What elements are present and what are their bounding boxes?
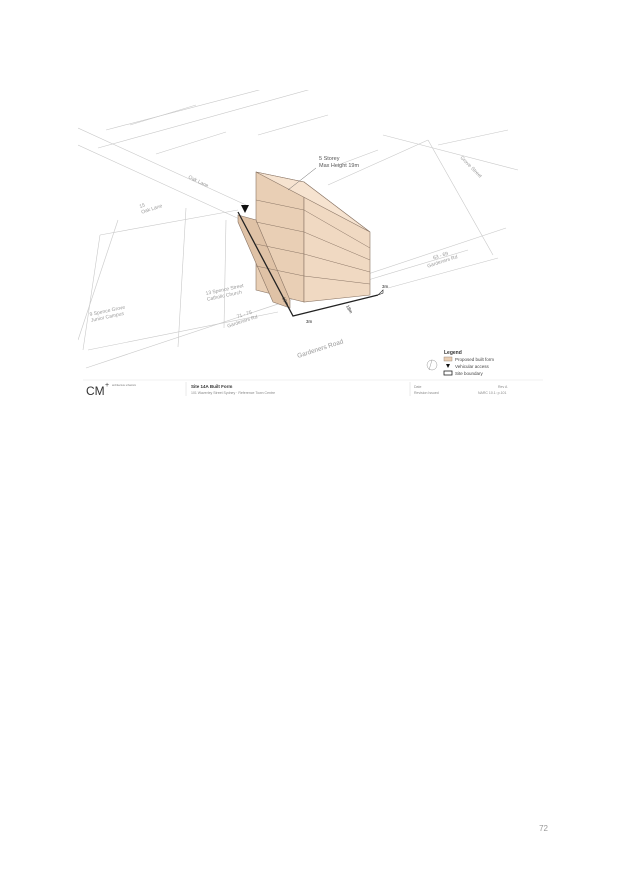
logo-subtitle: architecture urbanism [112, 384, 136, 387]
legend-arrow-icon [446, 364, 450, 368]
vehicular-access-arrow [241, 205, 249, 213]
page-number: 72 [539, 824, 548, 833]
dimension-label-4: 3m [306, 319, 313, 324]
legend-item-built-form: Proposed built form [455, 357, 494, 362]
logo: CM [86, 384, 105, 398]
legend-title: Legend [444, 350, 462, 356]
property-label-2: 13 Spence Street Catholic Church [205, 283, 247, 303]
date-value: Revision Issued [414, 391, 439, 395]
site-axonometric-drawing: 5 Storey Max Height 19m Oak Lane Grove S… [78, 90, 543, 398]
dimension-label-1: 3m [382, 284, 389, 289]
legend-swatch-built-form [443, 356, 453, 362]
legend-swatch-site-boundary [443, 370, 453, 376]
date-label: Date [414, 385, 421, 389]
legend: Legend Proposed built form Vehicular acc… [443, 350, 494, 376]
ref-value: NARC 10.1: p.101 [478, 391, 506, 395]
site-boundary [237, 211, 379, 317]
lot-lines [78, 90, 519, 369]
dimension-lines [377, 289, 384, 296]
property-label-3: 9 Spence Grove Junior Campus [89, 304, 128, 324]
street-label-oak-lane: Oak Lane [187, 174, 209, 189]
ref-label: Rev A [498, 385, 508, 389]
street-label-gardeners-road: Gardeners Road [296, 338, 344, 360]
logo-plus: + [105, 382, 109, 389]
annotation-line-1: 5 Storey [319, 156, 340, 162]
floor-lines [255, 199, 371, 285]
title-block-title: Site 14A Built Form [191, 384, 232, 389]
legend-item-vehicular-access: Vehicular access [455, 364, 490, 369]
proposed-building [237, 171, 371, 309]
building-annotation: 5 Storey Max Height 19m [319, 156, 359, 169]
property-label-1: 15 Oak Lane [139, 197, 164, 215]
title-block-subtitle: 101 Waverley Street Sydney · Reference T… [191, 391, 275, 395]
north-arrow [426, 359, 438, 371]
building-roof [255, 171, 371, 233]
property-label-4: 71 - 75 Gardeners Rd [225, 308, 259, 329]
property-label-5: 63 - 69 Gardeners Rd [425, 248, 459, 269]
annotation-line-2: Max Height 19m [319, 163, 359, 169]
title-block: CM + architecture urbanism Site 14A Buil… [83, 379, 543, 398]
dimension-label-2: 10m [281, 296, 290, 306]
dimension-label-3: 18m [345, 304, 354, 314]
street-label-grove-street: Grove Street [459, 155, 484, 180]
legend-item-site-boundary: Site boundary [455, 371, 484, 376]
